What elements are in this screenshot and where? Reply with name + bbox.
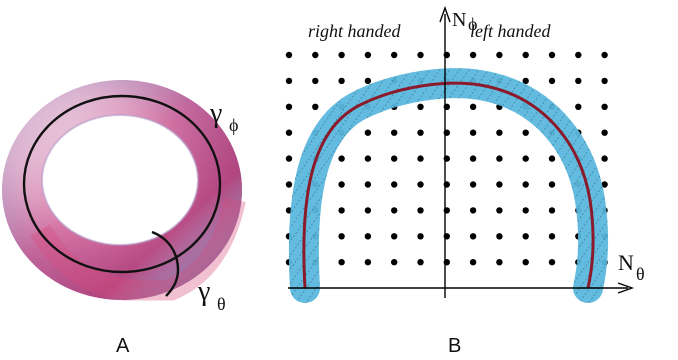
lattice-dot (391, 155, 398, 162)
lattice-dot (601, 155, 608, 162)
lattice-dot (496, 233, 503, 240)
panel-b-label: B (448, 335, 461, 357)
lattice-dot (496, 207, 503, 214)
lattice-dot (601, 51, 608, 59)
lattice-dot (469, 233, 477, 240)
lattice-dot (338, 51, 345, 59)
lattice-dot (312, 51, 319, 59)
lattice-dot (469, 181, 477, 188)
gamma-theta-subscript: θ (217, 294, 226, 314)
lattice-dot (522, 51, 529, 59)
lattice-dot (338, 259, 345, 266)
lattice-dot (285, 77, 293, 85)
lattice-dot (364, 51, 372, 59)
lattice-dot (338, 155, 345, 162)
lattice-dot (364, 181, 372, 188)
lattice-dot (417, 51, 424, 59)
lattice-dot (601, 129, 608, 136)
lattice-dot (522, 181, 529, 188)
left-handed-label: left handed (470, 21, 551, 41)
lattice-dot (522, 77, 529, 85)
lattice-dot (338, 207, 345, 214)
lattice-dot (548, 259, 556, 266)
lattice-dot (391, 233, 398, 240)
lattice-dot (417, 207, 424, 214)
x-axis-arrow (617, 282, 635, 294)
lattice-dot (417, 103, 424, 111)
lattice-dot (548, 51, 556, 59)
lattice-dot (522, 259, 529, 266)
lattice-dot (417, 129, 424, 136)
gamma-phi-label: γ (209, 98, 222, 129)
lattice-dot (312, 77, 319, 85)
panel-a-label: A (116, 335, 130, 357)
lattice-dot (496, 259, 503, 266)
gamma-phi-curve (22, 94, 222, 274)
lattice-dot (364, 233, 372, 240)
lattice-dot (548, 77, 556, 85)
lattice-dot (496, 129, 503, 136)
y-axis-label: N (452, 9, 466, 31)
lattice-dot (522, 207, 529, 214)
lattice-dot (285, 51, 293, 59)
lattice-dot (285, 103, 293, 111)
lattice-dot (575, 103, 582, 111)
lattice-dot (417, 181, 424, 188)
lattice-dot (469, 207, 477, 214)
critical-curve (302, 81, 595, 289)
lattice-dot (417, 155, 424, 162)
lattice-dot (364, 77, 372, 85)
gamma-theta-label: γ (197, 276, 210, 307)
torus (2, 80, 246, 303)
lattice-dot (496, 155, 503, 162)
lattice-dot (601, 181, 608, 188)
lattice-dot (496, 181, 503, 188)
lattice-dot (469, 103, 477, 111)
lattice-dot (391, 259, 398, 266)
gamma-phi-subscript: ϕ (229, 115, 238, 135)
lattice-dot (391, 181, 398, 188)
right-handed-label: right handed (308, 21, 401, 41)
lattice-dot (548, 155, 556, 162)
lattice-dot (548, 181, 556, 188)
lattice-dot (285, 155, 293, 162)
lattice-dot (522, 155, 529, 162)
lattice-dot (364, 259, 372, 266)
lattice-dot (285, 129, 293, 136)
x-axis-label: N (618, 250, 634, 275)
lattice-dot (312, 103, 319, 111)
lattice-dot (391, 129, 398, 136)
lattice-dot (469, 155, 477, 162)
lattice-dot (548, 207, 556, 214)
lattice-dot (364, 207, 372, 214)
lattice-dot (522, 233, 529, 240)
y-axis-arrow (439, 5, 451, 23)
lattice-dot (338, 77, 345, 85)
lattice-dot (601, 77, 608, 85)
lattice-dot (391, 207, 398, 214)
y-axis-subscript: ϕ (468, 14, 477, 34)
gamma-theta-curve (151, 230, 180, 297)
lattice-dot (469, 129, 477, 136)
lattice-dot (522, 129, 529, 136)
lattice-dot (548, 233, 556, 240)
lattice-dot (285, 181, 293, 188)
lattice-dot (391, 51, 398, 59)
lattice-dot (575, 51, 582, 59)
lattice-dot (575, 77, 582, 85)
lattice-dot (469, 259, 477, 266)
lattice-dot (601, 103, 608, 111)
lattice-dot (364, 129, 372, 136)
lattice-dot (496, 51, 503, 59)
lattice-dot (338, 181, 345, 188)
x-axis-subscript: θ (636, 264, 645, 284)
lattice-dot (417, 233, 424, 240)
lattice-dot (338, 233, 345, 240)
lattice-dot (417, 259, 424, 266)
lattice-dot (469, 51, 477, 59)
lattice-dot (364, 155, 372, 162)
